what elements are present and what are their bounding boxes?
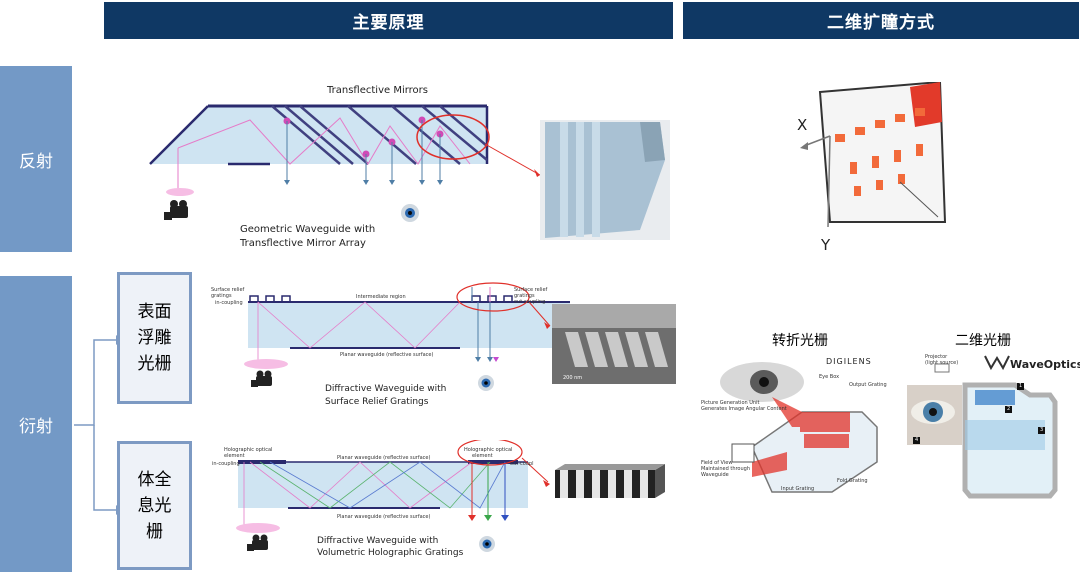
holo-label-mid: Planar waveguide (reflective surface): [337, 455, 431, 461]
digilens-brand: DIGILENS: [826, 357, 872, 366]
relief-label-right-1: Surface relief: [514, 287, 548, 293]
waveoptics-brand: WaveOptics: [1010, 358, 1080, 371]
reflective-title: Transflective Mirrors: [327, 85, 428, 96]
turning-input-grating: Input Grating: [781, 486, 815, 492]
holo-caption-1: Diffractive Waveguide with: [317, 536, 439, 546]
turning-grating-diagram: [720, 362, 878, 493]
twod-num-3: 3: [1040, 427, 1044, 433]
reflective-caption-1: Geometric Waveguide with: [240, 224, 376, 235]
side-label-reflection: 反射: [0, 66, 72, 252]
turning-eye-box: Eye Box: [819, 374, 840, 380]
holo-label-right-3: out-coupl: [510, 461, 534, 467]
holo-label-left-1: Holographic optical: [224, 447, 273, 453]
twod-num-2: 2: [1007, 406, 1011, 412]
reflective-caption-2: Transflective Mirror Array: [240, 238, 366, 249]
turning-grating-title: 转折光栅: [772, 333, 828, 349]
bracket-connector: [74, 335, 122, 515]
holo-label-right-1: Holographic optical: [464, 447, 513, 453]
header-principle: 主要原理: [104, 2, 673, 39]
turning-output-grating: Output Grating: [849, 382, 887, 388]
turning-pgu-1: Picture Generation Unit: [701, 400, 760, 406]
holographic-waveguide-diagram: [236, 440, 665, 552]
twod-grating-diagram: [907, 355, 1058, 499]
twod-grating-title: 二维光栅: [955, 333, 1011, 349]
subtype-holographic: 体全 息光 栅: [117, 441, 192, 570]
reflective-2d-expansion-diagram: [800, 82, 947, 228]
relief-label-bottom: Planar waveguide (reflective surface): [340, 352, 434, 358]
turning-pgu-2: Generates Image Angular Content: [701, 406, 787, 412]
twod-num-4: 4: [915, 437, 919, 443]
sem-scale-label: 200 nm: [563, 375, 583, 381]
twod-num-1: 1: [1019, 383, 1023, 389]
subtype-surface-relief: 表面 浮雕 光栅: [117, 272, 192, 404]
holo-label-right-2: element: [472, 453, 493, 459]
relief-label-right-2: gratings: [514, 293, 535, 299]
turning-fov-1: Field of View: [701, 460, 733, 466]
twod-projector-1: Projector: [925, 354, 948, 360]
relief-label-mid: Intermediate region: [356, 294, 406, 300]
twod-projector-2: (light source): [925, 360, 959, 366]
header-2d-expansion: 二维扩瞳方式: [683, 2, 1079, 39]
relief-caption-1: Diffractive Waveguide with: [325, 384, 447, 394]
holo-label-bottom: Planar waveguide (reflective surface): [337, 514, 431, 520]
relief-label-right-3: out-coupling: [514, 299, 546, 305]
geometric-waveguide-diagram: [149, 104, 670, 240]
relief-label-left-2: gratings: [211, 293, 232, 299]
relief-label-left-1: Surface relief: [211, 287, 245, 293]
turning-fov-2: Maintained through: [701, 466, 751, 472]
holo-label-left-2: element: [224, 453, 245, 459]
turning-fov-3: Waveguide: [701, 472, 729, 478]
surface-relief-waveguide-diagram: [244, 282, 676, 391]
relief-label-left-3: in-coupling: [215, 300, 243, 306]
relief-caption-2: Surface Relief Gratings: [325, 397, 429, 407]
turning-fold-grating: Fold Grating: [837, 478, 868, 484]
axis-x-label: X: [797, 116, 808, 134]
side-label-diffraction: 衍射: [0, 276, 72, 572]
axis-y-label: Y: [821, 236, 831, 254]
holo-caption-2: Volumetric Holographic Gratings: [317, 548, 464, 558]
holo-label-left-3: in-coupling: [212, 461, 240, 467]
